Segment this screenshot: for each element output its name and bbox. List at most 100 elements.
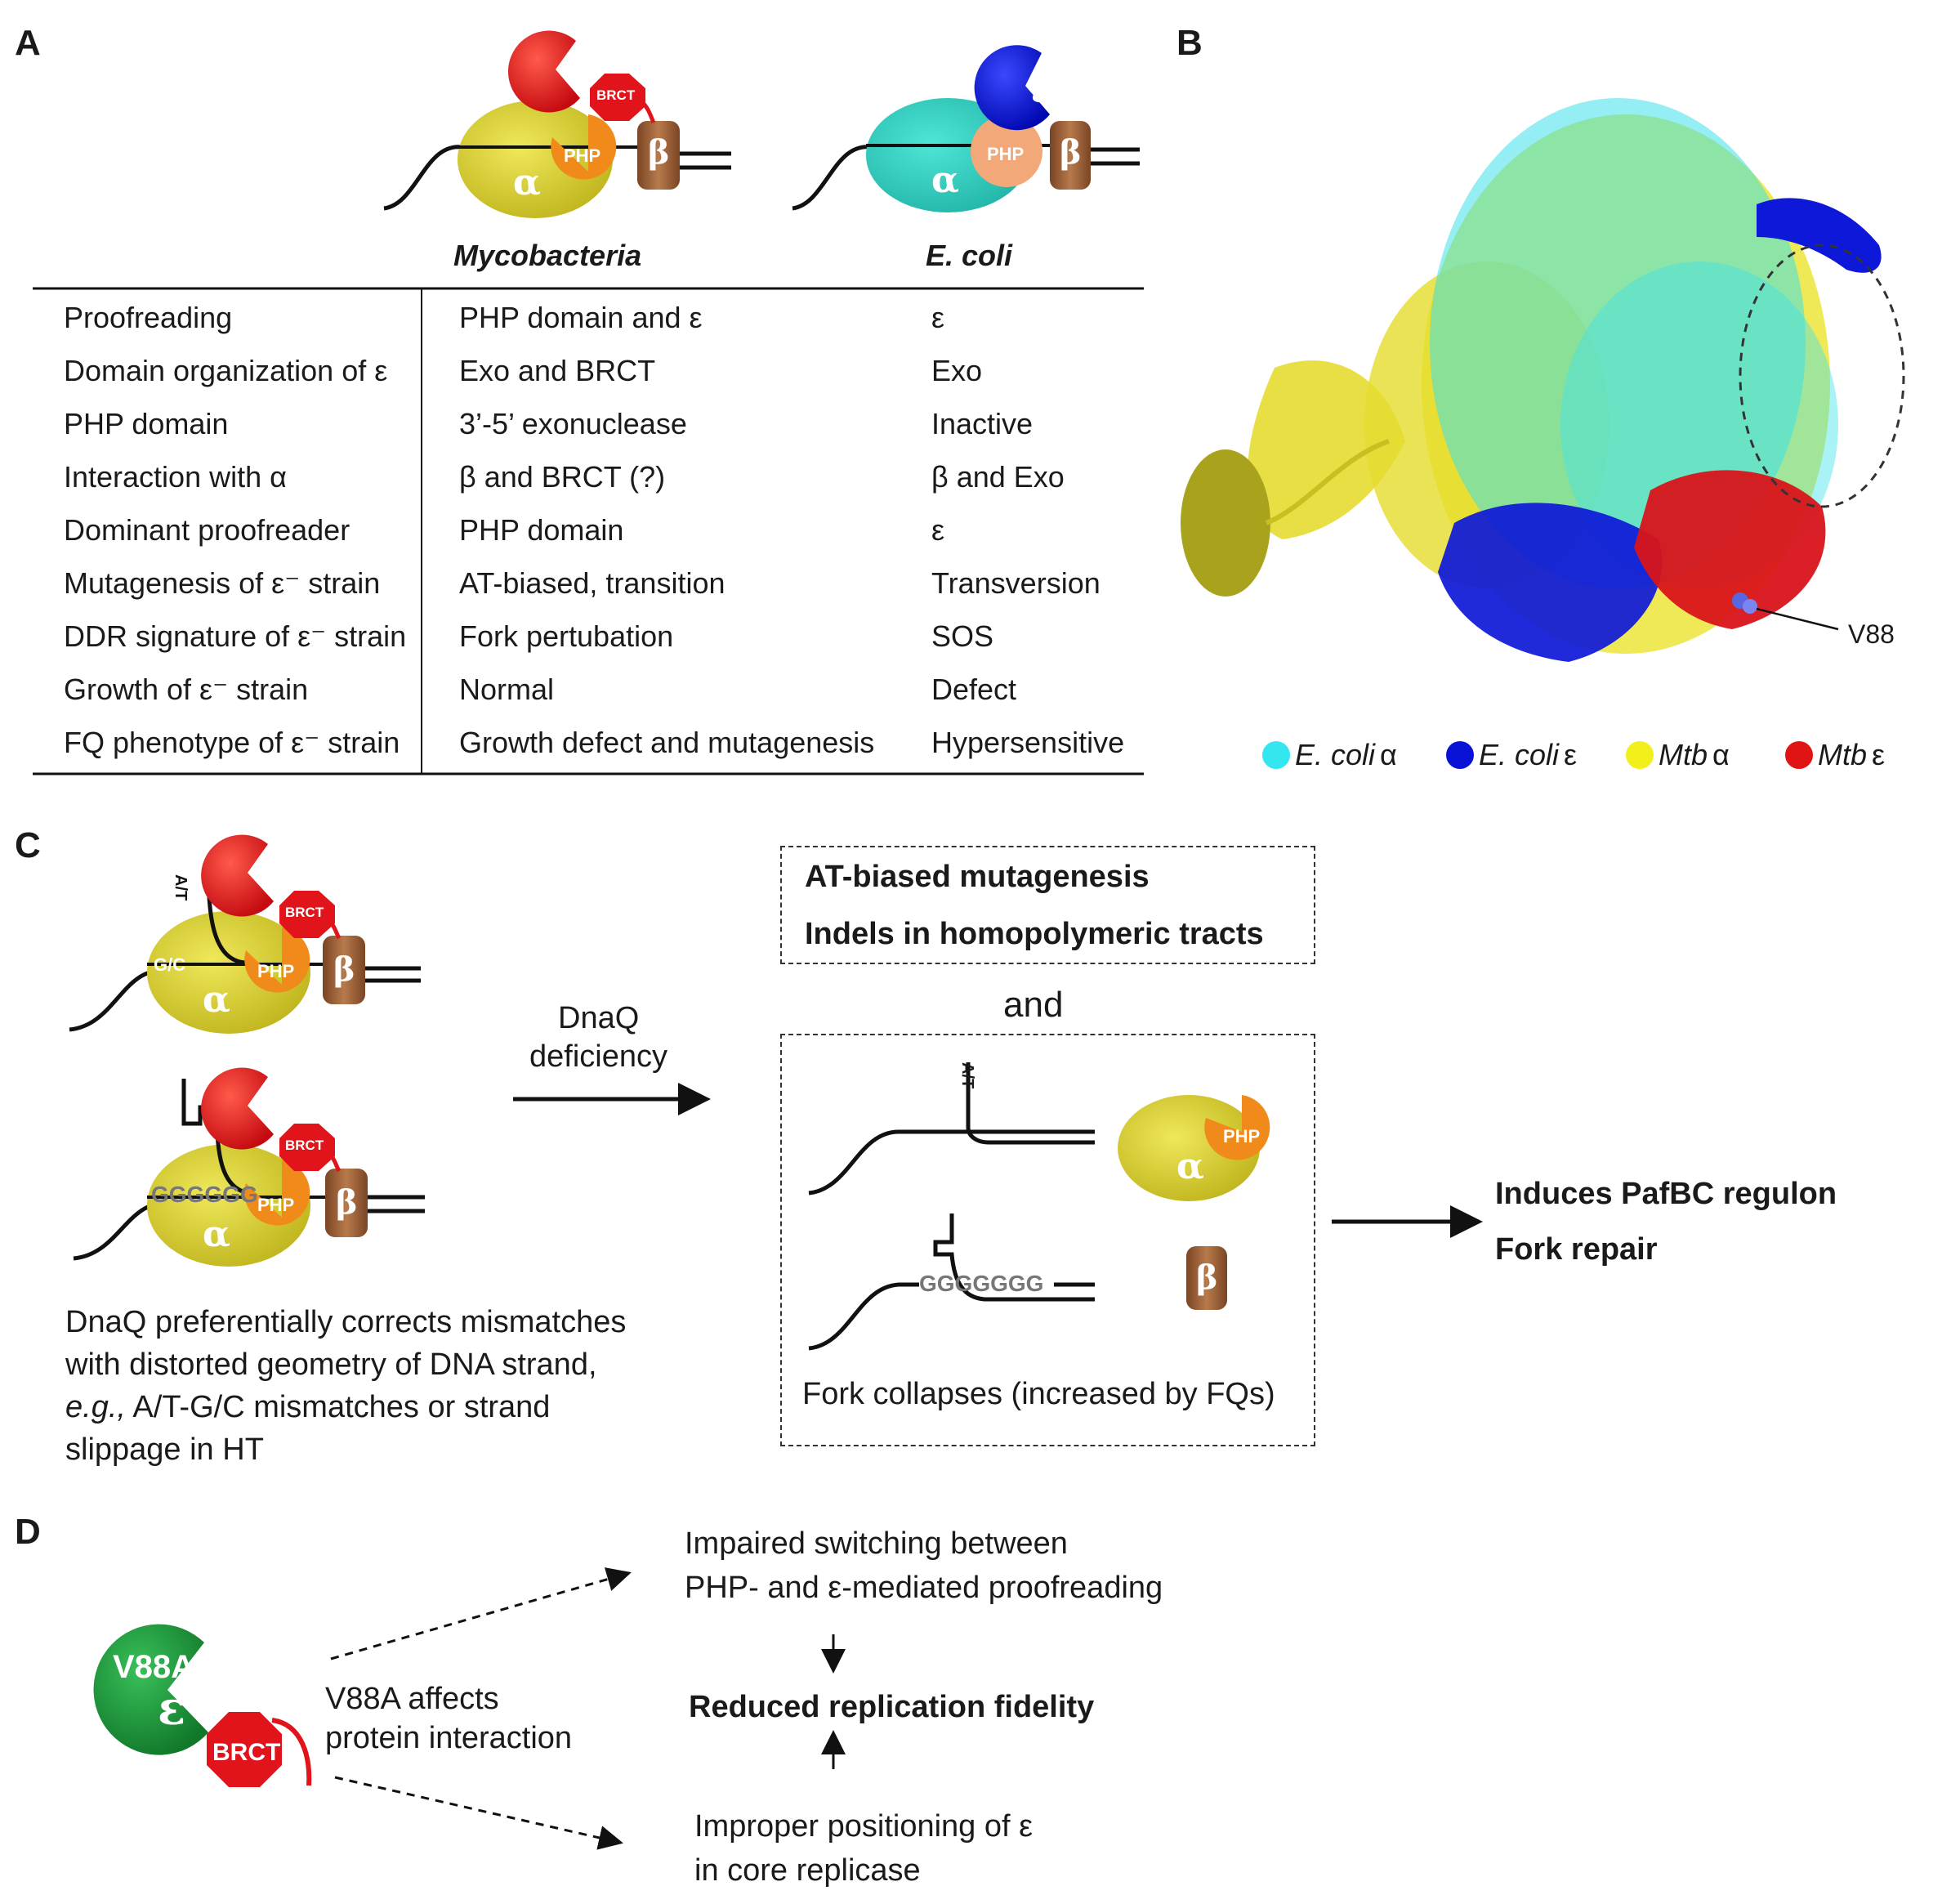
php-glyph: PHP [564,145,601,166]
table-cell-label: Growth of ε⁻ strain [64,673,309,706]
and-label: and [1003,985,1064,1025]
v88a-epsilon [93,1624,312,1787]
panel-label-d: D [15,1512,41,1552]
brct-domain [590,74,645,121]
table-cell-ecoli: ε [931,301,945,334]
legend-organism: E. coli [1479,738,1560,771]
legend-swatch [1785,741,1813,769]
epsilon-subunit-mtb [507,30,580,113]
legend-subunit: ε [1872,738,1886,771]
php-domain-ecoli [971,115,1042,187]
beta-glyph: β [1060,133,1082,172]
table-cell-ecoli: Inactive [931,407,1034,440]
outcome-indels: Indels in homopolymeric tracts [805,917,1264,951]
epsilon-glyph: ε [256,1079,276,1117]
panel-label-b: B [1176,23,1203,63]
beta-clamp [637,121,680,190]
description-line: slippage in HT [65,1432,264,1467]
at-label: A/T [958,1062,976,1089]
beta-glyph: β [1196,1258,1218,1297]
fork-collapse-caption: Fork collapses (increased by FQs) [802,1377,1275,1411]
at-label: A/T [172,874,190,901]
table-cell-myco: Exo and BRCT [459,354,656,387]
table-cell-ecoli: SOS [931,619,994,653]
released-alpha [1118,1095,1270,1201]
alpha-subunit-mtb [458,101,613,218]
panel-label-c: C [15,825,41,865]
table-cell-ecoli: β and Exo [931,460,1065,494]
column-header-mycobacteria: Mycobacteria [453,239,642,272]
interaction-text: V88A affects protein interaction [325,1679,572,1758]
brct-glyph: BRCT [285,1137,324,1153]
legend-swatch [1262,741,1290,769]
interaction-line: protein interaction [325,1721,573,1755]
table-cell-ecoli: Hypersensitive [931,726,1125,759]
table-cell-label: PHP domain [64,407,229,440]
improper-line: in core replicase [694,1853,921,1888]
replisome-mismatch [69,834,421,1034]
outcome-at-biased: AT-biased mutagenesis [805,860,1150,894]
php-glyph: PHP [257,961,295,981]
reduced-fidelity-text: Reduced replication fidelity [689,1690,1095,1724]
epsilon-glyph: ε [565,41,586,79]
legend-subunit: α [1380,738,1397,771]
alpha-glyph: α [203,979,230,1021]
alpha-glyph: α [513,162,541,203]
alpha-glyph: α [1176,1146,1204,1187]
table-cell-label: FQ phenotype of ε⁻ strain [64,726,400,759]
legend-subunit: ε [1564,738,1578,771]
epsilon-glyph: ε [158,1682,186,1736]
impaired-line: PHP- and ε-mediated proofreading [685,1571,1163,1605]
beta-clamp [1050,121,1091,190]
dna-strand [383,145,462,211]
panel-label-a: A [15,23,41,63]
result-pafbc: Induces PafBC regulon [1495,1177,1837,1211]
description-eg: e.g., [65,1390,126,1424]
epsilon-glyph: ε [1031,72,1051,110]
arrow-label-deficiency: deficiency [529,1039,667,1074]
php-domain-mtb [551,114,617,180]
table-cell-myco: Normal [459,673,555,706]
epsilon-glyph: ε [256,846,276,884]
impaired-line: Impaired switching between [685,1526,1068,1561]
released-beta [1186,1246,1227,1310]
mutation-outcome-box [780,846,1315,964]
dnaq-description: DnaQ preferentially corrects mismatches … [65,1301,626,1471]
description-line: DnaQ preferentially corrects mismatches [65,1305,627,1339]
beta-glyph: β [648,133,670,172]
table-cell-myco: PHP domain [459,513,624,547]
residue-label-v88: V88 [1848,619,1895,649]
brct-glyph: BRCT [596,87,636,103]
table-cell-ecoli: Defect [931,673,1017,706]
table-cell-ecoli: ε [931,513,945,547]
table-cell-label: Proofreading [64,301,233,334]
table-cell-myco: Growth defect and mutagenesis [459,726,875,759]
ecoli-replisome [792,45,1140,212]
table-cell-label: Interaction with α [64,460,287,494]
php-glyph: PHP [257,1195,295,1215]
improper-line: Improper positioning of ε [694,1809,1034,1844]
impaired-switching-text: Impaired switching between PHP- and ε-me… [685,1522,1163,1610]
interaction-line: V88A affects [325,1682,499,1716]
table-cell-label: Domain organization of ε [64,354,388,387]
table-cell-label: DDR signature of ε⁻ strain [64,619,407,653]
gc-label: G/C [154,954,186,975]
brct-glyph: BRCT [285,905,324,920]
table-cell-myco: β and BRCT (?) [459,460,666,494]
php-glyph: PHP [987,144,1025,164]
legend-subunit: α [1712,738,1730,771]
alpha-glyph: α [931,159,959,201]
php-glyph: PHP [1223,1126,1261,1146]
g-tract-label: GGGGGG [151,1182,258,1207]
collapsed-fork-2 [808,1213,1095,1351]
dashed-arrow-bottom [334,1776,623,1850]
table-cell-ecoli: Transversion [931,566,1101,600]
table-cell-myco: Fork pertubation [459,619,674,653]
table-cell-ecoli: Exo [931,354,983,387]
beta-glyph: β [336,1183,358,1222]
description-line: e.g., A/T-G/C mismatches or strand [65,1386,626,1428]
